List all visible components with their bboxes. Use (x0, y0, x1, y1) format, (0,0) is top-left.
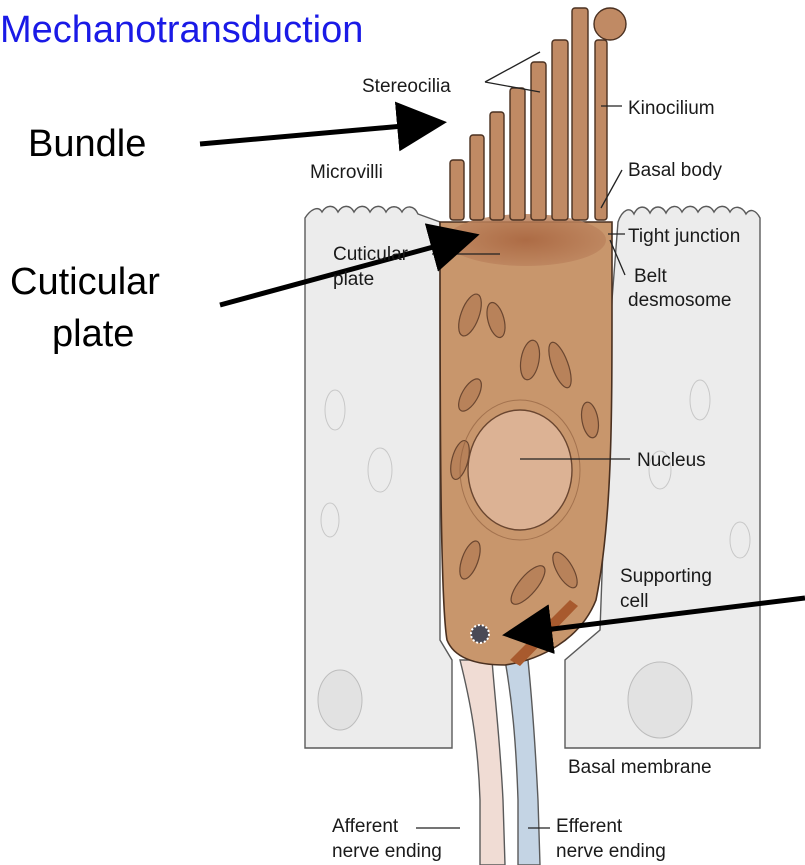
label-supporting-2: cell (620, 591, 649, 612)
label-basal-body: Basal body (628, 160, 723, 181)
label-efferent-1: Efferent (556, 816, 623, 837)
nucleus (468, 410, 572, 530)
label-supporting-1: Supporting (620, 566, 712, 587)
label-cuticular-plate-2: plate (333, 269, 374, 290)
supporting-cell-left (305, 206, 452, 748)
label-afferent-2: nerve ending (332, 841, 442, 862)
label-belt-1: Belt (634, 266, 667, 287)
kinocilium (594, 8, 626, 220)
cuticular-callout-line2: plate (52, 313, 134, 355)
bundle-callout: Bundle (28, 123, 146, 165)
label-efferent-2: nerve ending (556, 841, 666, 862)
page-title: Mechanotransduction (0, 9, 363, 51)
label-tight-junction: Tight junction (628, 226, 740, 247)
synaptic-vesicle (471, 625, 489, 643)
cuticular-callout-line1: Cuticular (10, 261, 160, 303)
afferent-nerve (460, 660, 505, 865)
stereocilia (450, 8, 588, 220)
label-kinocilium: Kinocilium (628, 98, 715, 119)
label-microvilli: Microvilli (310, 162, 383, 183)
label-afferent-1: Afferent (332, 816, 399, 837)
efferent-nerve (505, 660, 540, 865)
label-nucleus: Nucleus (637, 450, 706, 471)
label-stereocilia: Stereocilia (362, 76, 451, 97)
label-basal-membrane: Basal membrane (568, 757, 712, 778)
label-cuticular-plate-1: Cuticular (333, 244, 409, 265)
label-belt-2: desmosome (628, 290, 732, 311)
cuticular-plate (446, 214, 606, 266)
